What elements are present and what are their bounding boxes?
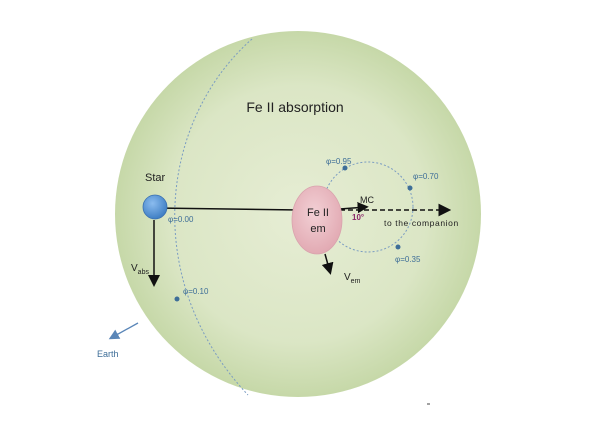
phase-dot-070 xyxy=(407,185,413,191)
star-disk xyxy=(142,194,168,220)
fe-ii-emission-region xyxy=(291,185,343,255)
phase-dot-095 xyxy=(342,165,348,171)
vabs-label: Vabs xyxy=(131,263,149,276)
emitter-label-line1: Fe II xyxy=(307,207,329,219)
phase-label-010: φ=0.10 xyxy=(183,287,209,296)
earth-label: Earth xyxy=(97,349,119,359)
phase-label-035: φ=0.35 xyxy=(395,255,421,264)
vem-main: V xyxy=(344,272,351,283)
vem-sub: em xyxy=(351,278,361,285)
phase-label-070: φ=0.70 xyxy=(413,172,439,181)
companion-label: to the companion xyxy=(384,218,459,228)
phase-label-095: φ=0.95 xyxy=(326,157,352,166)
star-label: Star xyxy=(145,172,166,184)
star-emitter-line xyxy=(154,207,301,211)
mc-label: MC xyxy=(360,195,374,205)
earth-direction-arrow xyxy=(108,322,139,340)
title-fe-ii-absorption: Fe II absorption xyxy=(246,99,343,115)
phase-label-000: φ=0.00 xyxy=(168,215,194,224)
vabs-sub: abs xyxy=(138,269,150,276)
emitter-label-line2: em xyxy=(310,223,325,235)
angle-label: 10° xyxy=(352,213,364,222)
phase-dot-035 xyxy=(395,244,401,250)
vem-label: Vem xyxy=(344,272,361,285)
vem-arrow xyxy=(321,253,334,275)
vabs-main: V xyxy=(131,263,138,274)
mc-arrow xyxy=(339,202,369,214)
phase-dot-010 xyxy=(174,296,180,302)
